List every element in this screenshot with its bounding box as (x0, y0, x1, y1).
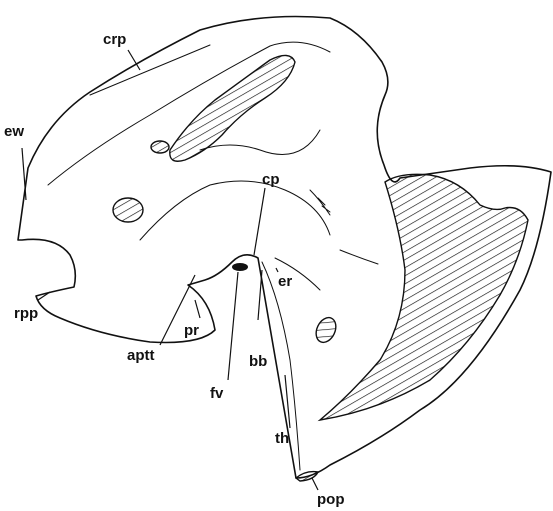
label-cp: cp (262, 171, 280, 188)
small-foramen-3 (312, 314, 339, 345)
label-aptt: aptt (127, 347, 155, 364)
inner-contour-4 (340, 250, 378, 264)
leader-er (276, 268, 278, 272)
leader-bb (258, 270, 262, 320)
label-crp: crp (103, 31, 126, 48)
right-fenestra (320, 174, 528, 420)
label-th: th (275, 430, 289, 447)
small-foramen-2 (113, 198, 143, 222)
inner-contour-3 (310, 190, 330, 215)
label-bb: bb (249, 353, 267, 370)
label-er: er (278, 273, 292, 290)
label-pop: pop (317, 491, 345, 508)
label-fv: fv (210, 385, 224, 402)
foramen-fv (232, 263, 248, 271)
leader-cp (254, 188, 265, 255)
label-pr: pr (184, 322, 199, 339)
leader-pop (312, 478, 318, 490)
pop-tip (296, 472, 318, 481)
leader-pr (195, 300, 200, 318)
small-foramen-1 (151, 141, 169, 153)
label-ew: ew (4, 123, 24, 140)
inner-contour-1 (140, 181, 330, 240)
leader-fv (228, 272, 238, 380)
label-rpp: rpp (14, 305, 38, 322)
crest-line-2 (90, 45, 210, 95)
